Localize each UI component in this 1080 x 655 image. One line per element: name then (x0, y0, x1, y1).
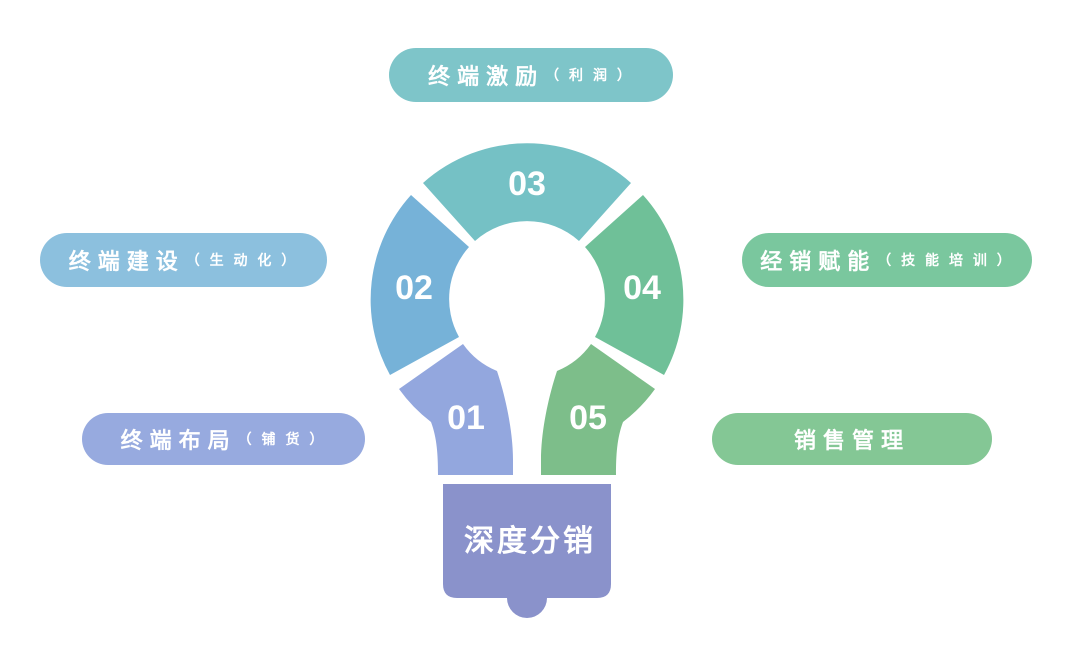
segment-04-shape (585, 195, 684, 375)
label-terminal-layout-sub: （ 铺 货 ） (237, 431, 327, 447)
segment-01-number: 01 (447, 399, 485, 437)
label-distribution-enablement-main: 经销赋能 (760, 249, 877, 274)
segment-04-number: 04 (623, 269, 661, 307)
label-terminal-construction-sub: （ 生 动 化 ） (185, 252, 299, 268)
label-terminal-incentive-main: 终端激励 (428, 64, 545, 89)
segment-03-number: 03 (508, 165, 546, 203)
segment-02-number: 02 (395, 269, 433, 307)
bulb-base-label: 深度分销 (464, 525, 596, 558)
label-terminal-construction-main: 终端建设 (68, 249, 185, 274)
segment-05-number: 05 (569, 399, 607, 437)
segment-01-shape (399, 344, 513, 475)
label-distribution-enablement: 经销赋能 （ 技 能 培 训 ） (742, 233, 1032, 287)
label-terminal-incentive: 终端激励 （ 利 润 ） (389, 48, 673, 102)
label-terminal-incentive-sub: （ 利 润 ） (545, 67, 634, 83)
label-distribution-enablement-sub: （ 技 能 培 训 ） (877, 252, 1014, 268)
segment-03-shape (423, 143, 631, 241)
label-terminal-layout: 终端布局 （ 铺 货 ） (82, 413, 365, 465)
label-sales-management: 销售管理 (712, 413, 992, 465)
segment-02-shape (370, 195, 469, 375)
label-terminal-layout-main: 终端布局 (120, 428, 237, 453)
bulb-base-shape (443, 484, 611, 618)
label-sales-management-main: 销售管理 (793, 428, 910, 453)
label-terminal-construction: 终端建设 （ 生 动 化 ） (40, 233, 327, 287)
segment-05-shape (541, 344, 655, 475)
